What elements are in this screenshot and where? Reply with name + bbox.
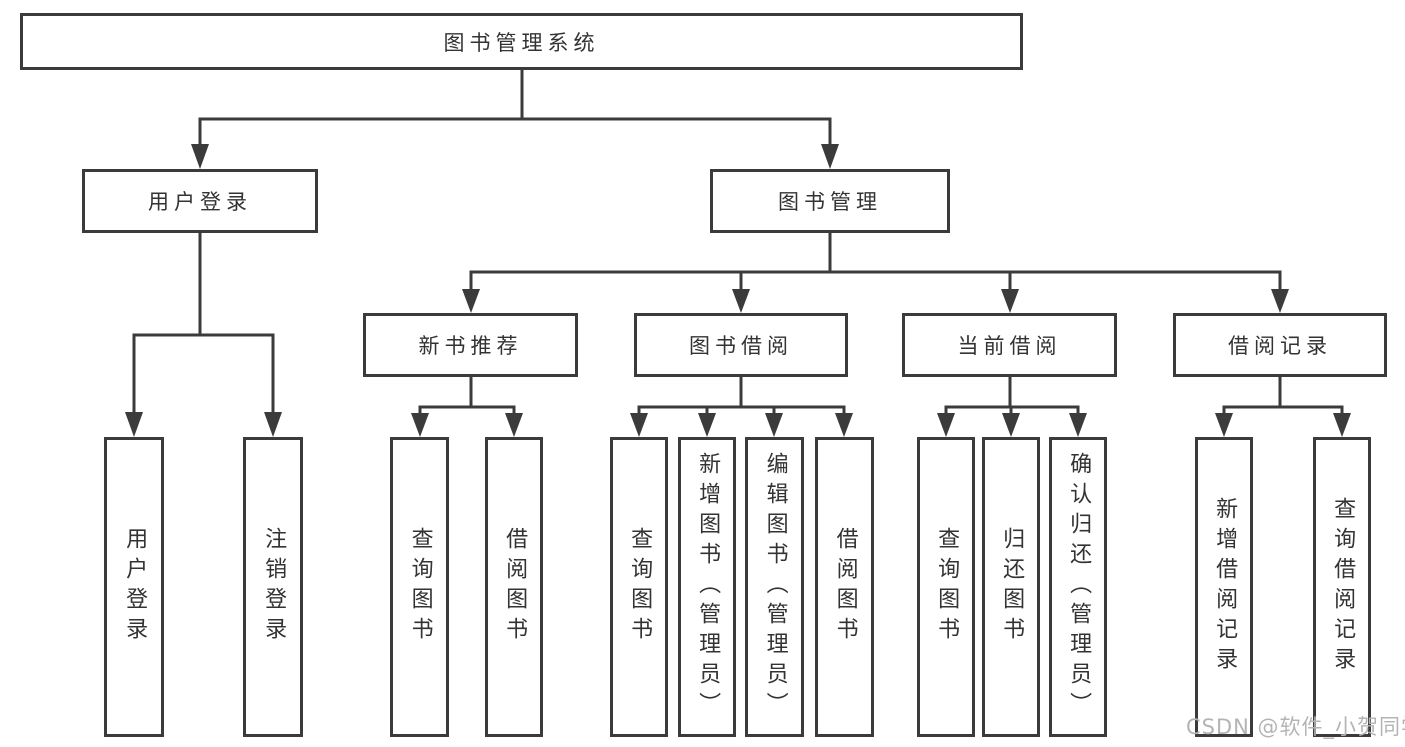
leaf-query-books-borrow: 查询图书: [610, 437, 668, 737]
leaf-confirm-return-admin: 确认归还（管理员）: [1049, 437, 1107, 737]
leaf-borrow-books-borrow: 借阅图书: [815, 437, 874, 737]
node-book-borrow: 图书借阅: [634, 313, 848, 377]
leaf-edit-book-admin: 编辑图书（管理员）: [745, 437, 804, 737]
leaf-query-books-current: 查询图书: [917, 437, 975, 737]
leaf-return-book: 归还图书: [982, 437, 1040, 737]
connector-new-book-recommend: [411, 377, 523, 437]
node-current-borrow: 当前借阅: [902, 313, 1117, 377]
connector-root-to-level2: [191, 68, 839, 169]
connector-user-login-to-children: [125, 233, 282, 437]
leaf-add-book-admin: 新增图书（管理员）: [678, 437, 736, 737]
connector-book-management-to-level3: [462, 233, 1289, 313]
leaf-user-login: 用户登录: [104, 437, 164, 737]
leaf-query-borrow-record: 查询借阅记录: [1313, 437, 1371, 737]
watermark: CSDN @软件_小贺同学: [1186, 715, 1405, 739]
connector-book-borrow: [630, 377, 853, 437]
leaf-add-borrow-record: 新增借阅记录: [1195, 437, 1253, 737]
leaf-borrow-books-recommend: 借阅图书: [485, 437, 543, 737]
connector-borrow-records: [1215, 377, 1351, 437]
node-book-management: 图书管理: [710, 169, 950, 233]
node-user-login: 用户登录: [82, 169, 318, 233]
node-new-book-recommend: 新书推荐: [363, 313, 578, 377]
leaf-query-books-recommend: 查询图书: [390, 437, 449, 737]
node-root: 图书管理系统: [20, 13, 1023, 70]
node-borrow-records: 借阅记录: [1173, 313, 1387, 377]
connector-current-borrow: [937, 377, 1087, 437]
leaf-logout-login: 注销登录: [243, 437, 303, 737]
